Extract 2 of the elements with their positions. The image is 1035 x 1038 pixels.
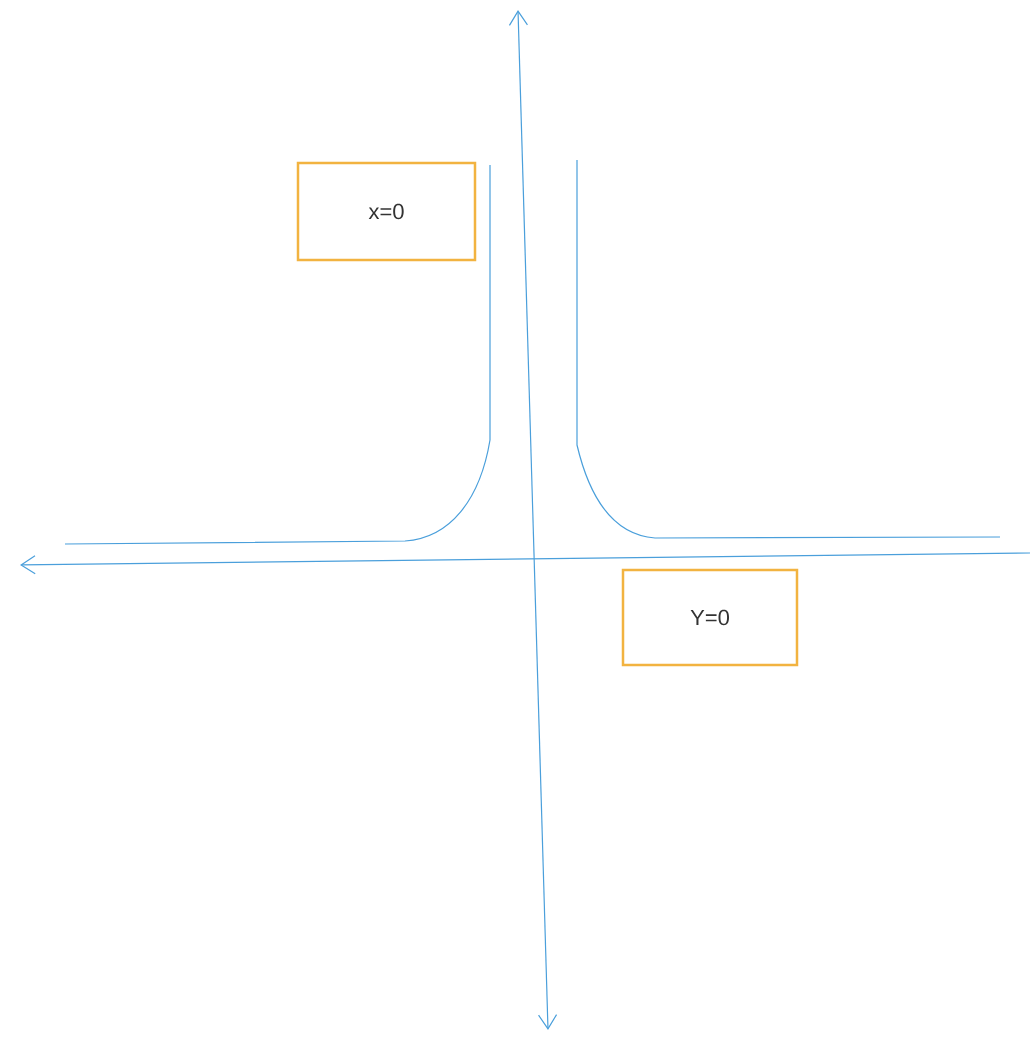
label-box: Y=0 — [621, 568, 799, 667]
label-box: x=0 — [296, 161, 477, 262]
